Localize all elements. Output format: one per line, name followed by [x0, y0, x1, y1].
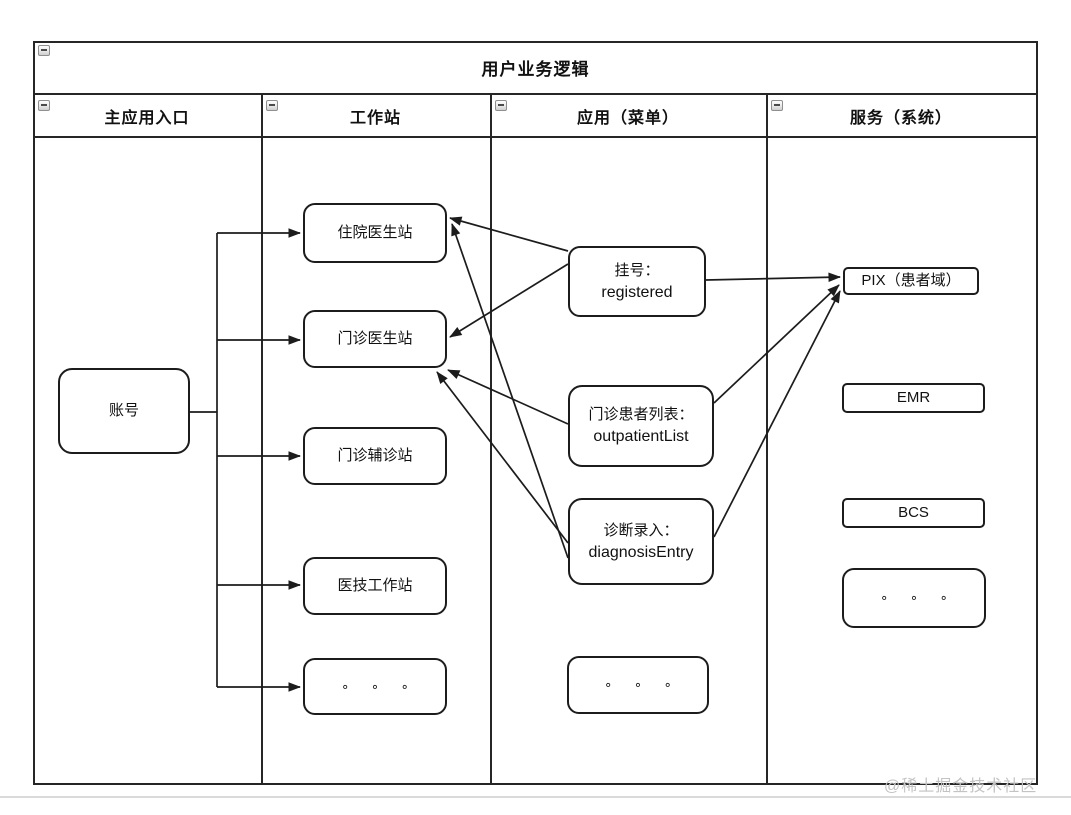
node-ws-inpatient-doctor[interactable]: 住院医生站	[303, 203, 447, 263]
header-separator	[35, 136, 1036, 138]
page-bottom-divider	[0, 796, 1071, 798]
node-ws-outpatient-assist[interactable]: 门诊辅诊站	[303, 427, 447, 485]
node-svc-pix[interactable]: PIX（患者域）	[843, 267, 979, 295]
diagram-title: 用户业务逻辑	[481, 60, 590, 79]
node-label: BCS	[898, 504, 929, 521]
lane-header-app-menu: 应用（菜单）	[576, 110, 679, 127]
node-ws-medtech[interactable]: 医技工作站	[303, 557, 447, 615]
node-label: ∘ ∘ ∘	[341, 678, 418, 694]
node-menu-registered[interactable]: 挂号： registered	[568, 246, 706, 317]
collapse-lane-workstation-button[interactable]	[266, 100, 278, 111]
node-ws-more[interactable]: ∘ ∘ ∘	[303, 658, 447, 715]
node-label: 医技工作站	[337, 577, 413, 594]
node-label-line2: outpatientList	[593, 428, 689, 445]
node-account[interactable]: 账号	[58, 368, 190, 454]
node-label-line1: 诊断录入：	[603, 521, 679, 539]
collapse-title-button[interactable]	[38, 45, 50, 56]
node-label: 住院医生站	[337, 224, 413, 241]
node-label: ∘ ∘ ∘	[880, 590, 957, 605]
node-label: ∘ ∘ ∘	[604, 677, 681, 692]
node-label-line1: 挂号：	[614, 261, 660, 279]
lane-header-service: 服务（系统）	[849, 110, 952, 127]
node-menu-more[interactable]: ∘ ∘ ∘	[567, 656, 709, 714]
lane-divider-3	[766, 93, 768, 783]
lane-header-main-entry: 主应用入口	[104, 110, 190, 127]
node-label-line2: diagnosisEntry	[588, 543, 694, 561]
lane-divider-1	[261, 93, 263, 783]
node-label: EMR	[896, 389, 931, 406]
lane-divider-2	[490, 93, 492, 783]
watermark: @稀土掘金技术社区	[884, 778, 1038, 795]
collapse-lane-service-button[interactable]	[771, 100, 783, 111]
title-separator	[35, 93, 1036, 95]
collapse-lane-main-entry-button[interactable]	[38, 100, 50, 111]
node-svc-more[interactable]: ∘ ∘ ∘	[842, 568, 986, 628]
node-ws-outpatient-doctor[interactable]: 门诊医生站	[303, 310, 447, 368]
node-label: PIX（患者域）	[861, 272, 961, 289]
node-label-line1: 门诊患者列表：	[588, 406, 694, 423]
node-label: 门诊医生站	[337, 330, 413, 347]
node-svc-bcs[interactable]: BCS	[842, 498, 985, 528]
node-label: 门诊辅诊站	[337, 447, 413, 464]
node-label: 账号	[108, 402, 139, 419]
node-menu-diagnosis-entry[interactable]: 诊断录入： diagnosisEntry	[568, 498, 714, 585]
lane-header-workstation: 工作站	[349, 110, 401, 127]
collapse-lane-app-menu-button[interactable]	[495, 100, 507, 111]
node-menu-outpatient-list[interactable]: 门诊患者列表： outpatientList	[568, 385, 714, 467]
node-label-line2: registered	[601, 283, 673, 301]
node-svc-emr[interactable]: EMR	[842, 383, 985, 413]
